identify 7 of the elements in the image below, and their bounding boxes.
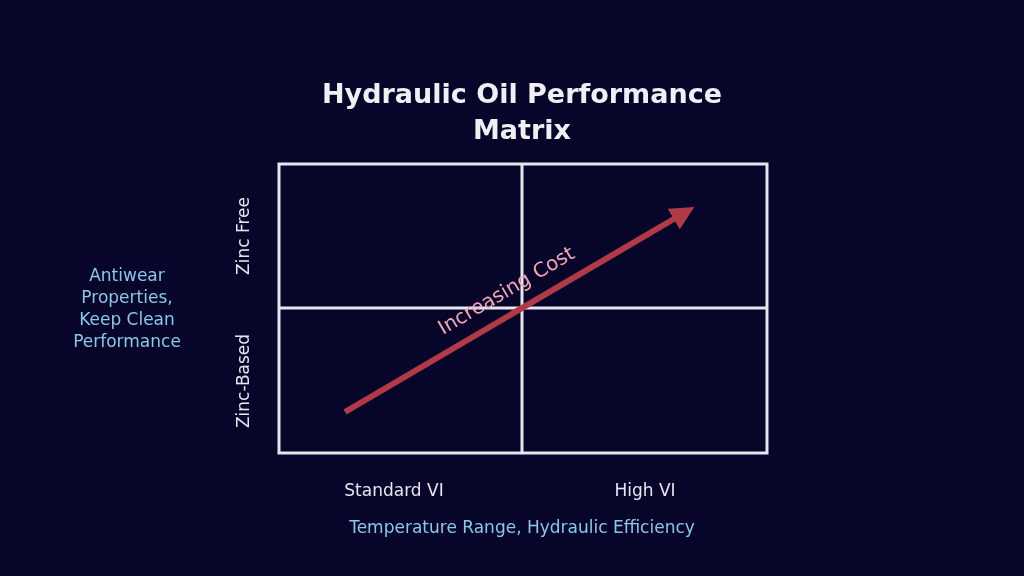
axis-title: Antiwear Properties, Keep Clean Performance [72,264,182,352]
axis-category-label: High VI [614,479,676,501]
title: Hydraulic Oil Performance Matrix [322,77,722,147]
axis-category-label: Zinc-Based [232,333,254,429]
axis-category-label: Standard VI [344,479,444,501]
axis-category-label: Zinc Free [232,197,254,275]
axis-title: Temperature Range, Hydraulic Efficiency [349,516,695,538]
